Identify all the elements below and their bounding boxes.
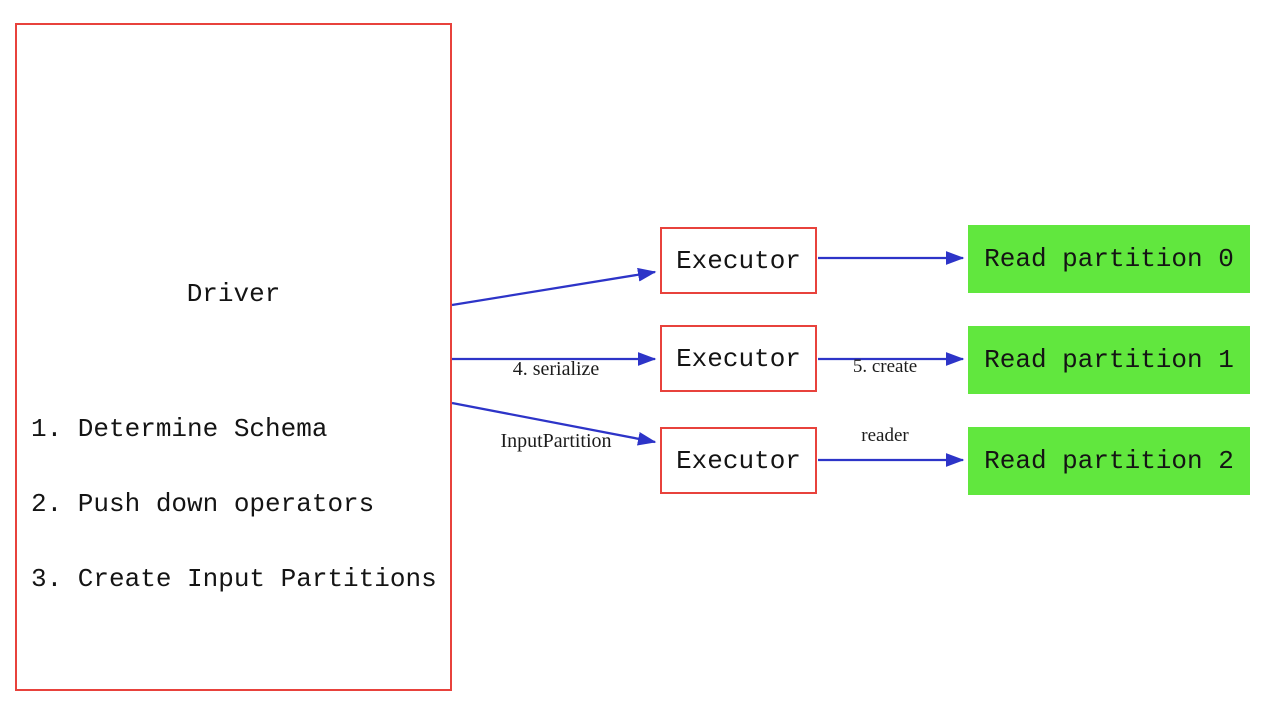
driver-steps: 1. Determine Schema 2. Push down operato…	[31, 367, 437, 642]
edge-label-serialize-line1: 4. serialize	[512, 358, 600, 380]
driver-node: Driver 1. Determine Schema 2. Push down …	[15, 23, 452, 691]
partition-node-0: Read partition 0	[968, 225, 1250, 293]
edge-label-serialize-line2: InputPartition	[500, 430, 612, 452]
executor-node-1: Executor	[660, 227, 817, 294]
partition-node-1: Read partition 1	[968, 326, 1250, 394]
edge-label-create-reader-line2: reader	[861, 425, 909, 446]
edge-label-create-reader-line1: 5. create	[852, 356, 918, 377]
edge-label-serialize: 4. serialize InputPartition	[458, 309, 654, 501]
arrow-driver-to-executor-1	[451, 267, 657, 307]
edge-label-create-reader: 5. create reader	[818, 309, 952, 493]
executor-node-2: Executor	[660, 325, 817, 392]
driver-step-3: 3. Create Input Partitions	[31, 564, 437, 594]
driver-title: Driver	[186, 279, 281, 309]
driver-step-1: 1. Determine Schema	[31, 414, 328, 444]
partition-node-2: Read partition 2	[968, 427, 1250, 495]
driver-step-2: 2. Push down operators	[31, 489, 375, 519]
executor-node-3: Executor	[660, 427, 817, 494]
